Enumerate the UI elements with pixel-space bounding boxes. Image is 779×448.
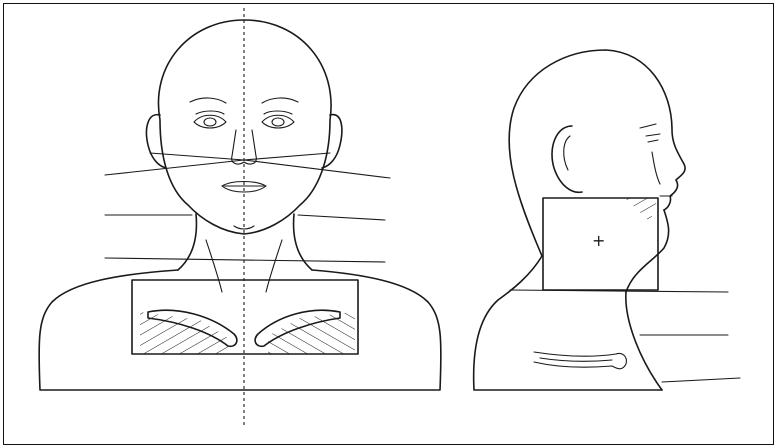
front-right-lung-shield: [262, 300, 358, 354]
front-field-line-1: [105, 160, 390, 178]
front-left-eye: [194, 111, 226, 128]
side-jaw-shield: [620, 198, 660, 224]
front-field-line-3b: [298, 215, 385, 220]
front-left-lung-shield: [132, 300, 232, 354]
side-ear: [552, 126, 582, 192]
front-neck-muscle-left: [206, 240, 222, 292]
front-field-line-2: [150, 153, 330, 160]
side-eyebrow: [640, 124, 656, 128]
side-clavicle-detail: [540, 358, 612, 361]
side-eye: [646, 134, 660, 142]
front-right-eye: [262, 111, 294, 128]
side-cheek: [652, 152, 660, 184]
side-ear-inner: [564, 136, 570, 170]
side-back-of-neck: [474, 256, 662, 390]
side-view: +: [474, 50, 740, 390]
front-view: [39, 8, 441, 428]
front-head-outline: [158, 20, 331, 234]
front-neck-left: [178, 214, 196, 270]
front-neck-right: [294, 214, 312, 270]
side-chest-front: [626, 292, 662, 390]
isocenter-marker: +: [592, 231, 605, 250]
front-field-line-4: [105, 258, 385, 262]
front-shoulders-outline: [39, 270, 441, 390]
front-left-eyebrow: [190, 98, 226, 103]
front-left-ear: [147, 115, 167, 168]
front-neck-muscle-right: [266, 240, 282, 292]
side-field-line-3: [662, 378, 740, 382]
side-jaw-front: [626, 210, 669, 292]
front-right-eyebrow: [262, 98, 298, 103]
side-clavicle: [534, 352, 626, 369]
